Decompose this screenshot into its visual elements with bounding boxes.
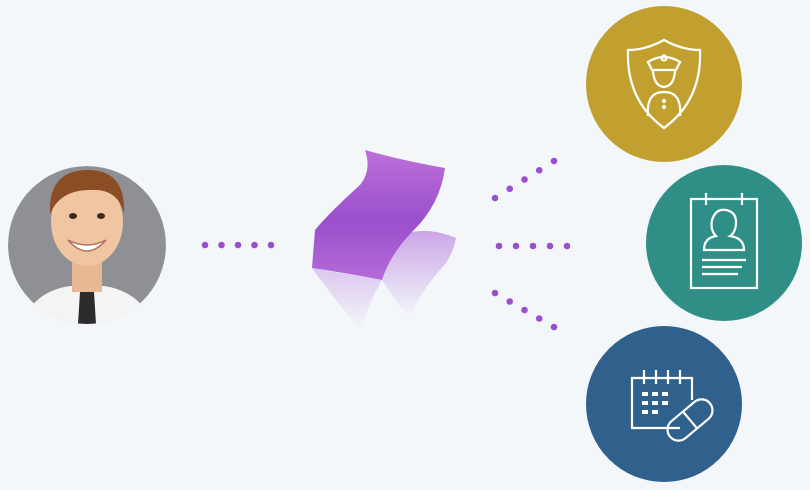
hub-logo <box>312 150 456 330</box>
connector-dot <box>529 242 537 250</box>
security-node[interactable] <box>586 6 742 162</box>
connector-dot <box>521 176 528 183</box>
profile-node[interactable] <box>646 165 802 321</box>
connector-dot <box>201 241 209 249</box>
connector-dot <box>251 241 258 249</box>
user-avatar <box>8 166 166 324</box>
id-profile-clipboard-icon <box>689 193 759 290</box>
connector-dot <box>491 194 499 202</box>
connector-dot <box>535 166 543 174</box>
security-guard-shield-icon <box>626 38 702 130</box>
medication-node[interactable] <box>586 326 742 482</box>
connector-dot <box>550 323 558 331</box>
connector-dot <box>491 289 499 297</box>
connector-user-to-hub <box>201 241 275 249</box>
connector-dot <box>521 306 528 314</box>
connector-dot <box>563 242 571 250</box>
connector-dot <box>234 241 242 249</box>
connector-dot <box>218 241 225 249</box>
connector-dot <box>506 185 514 193</box>
connector-dot <box>267 241 275 249</box>
connector-dot <box>495 242 503 250</box>
calendar-pill-icon <box>630 370 714 442</box>
connector-hub-to-medication <box>491 289 558 331</box>
connector-hub-to-security <box>491 157 558 202</box>
connector-dot <box>550 157 558 165</box>
connector-dot <box>546 242 554 250</box>
connector-dot <box>512 242 520 250</box>
connector-hub-to-profile <box>495 242 571 250</box>
connector-dot <box>535 315 543 322</box>
connector-dot <box>506 298 514 305</box>
